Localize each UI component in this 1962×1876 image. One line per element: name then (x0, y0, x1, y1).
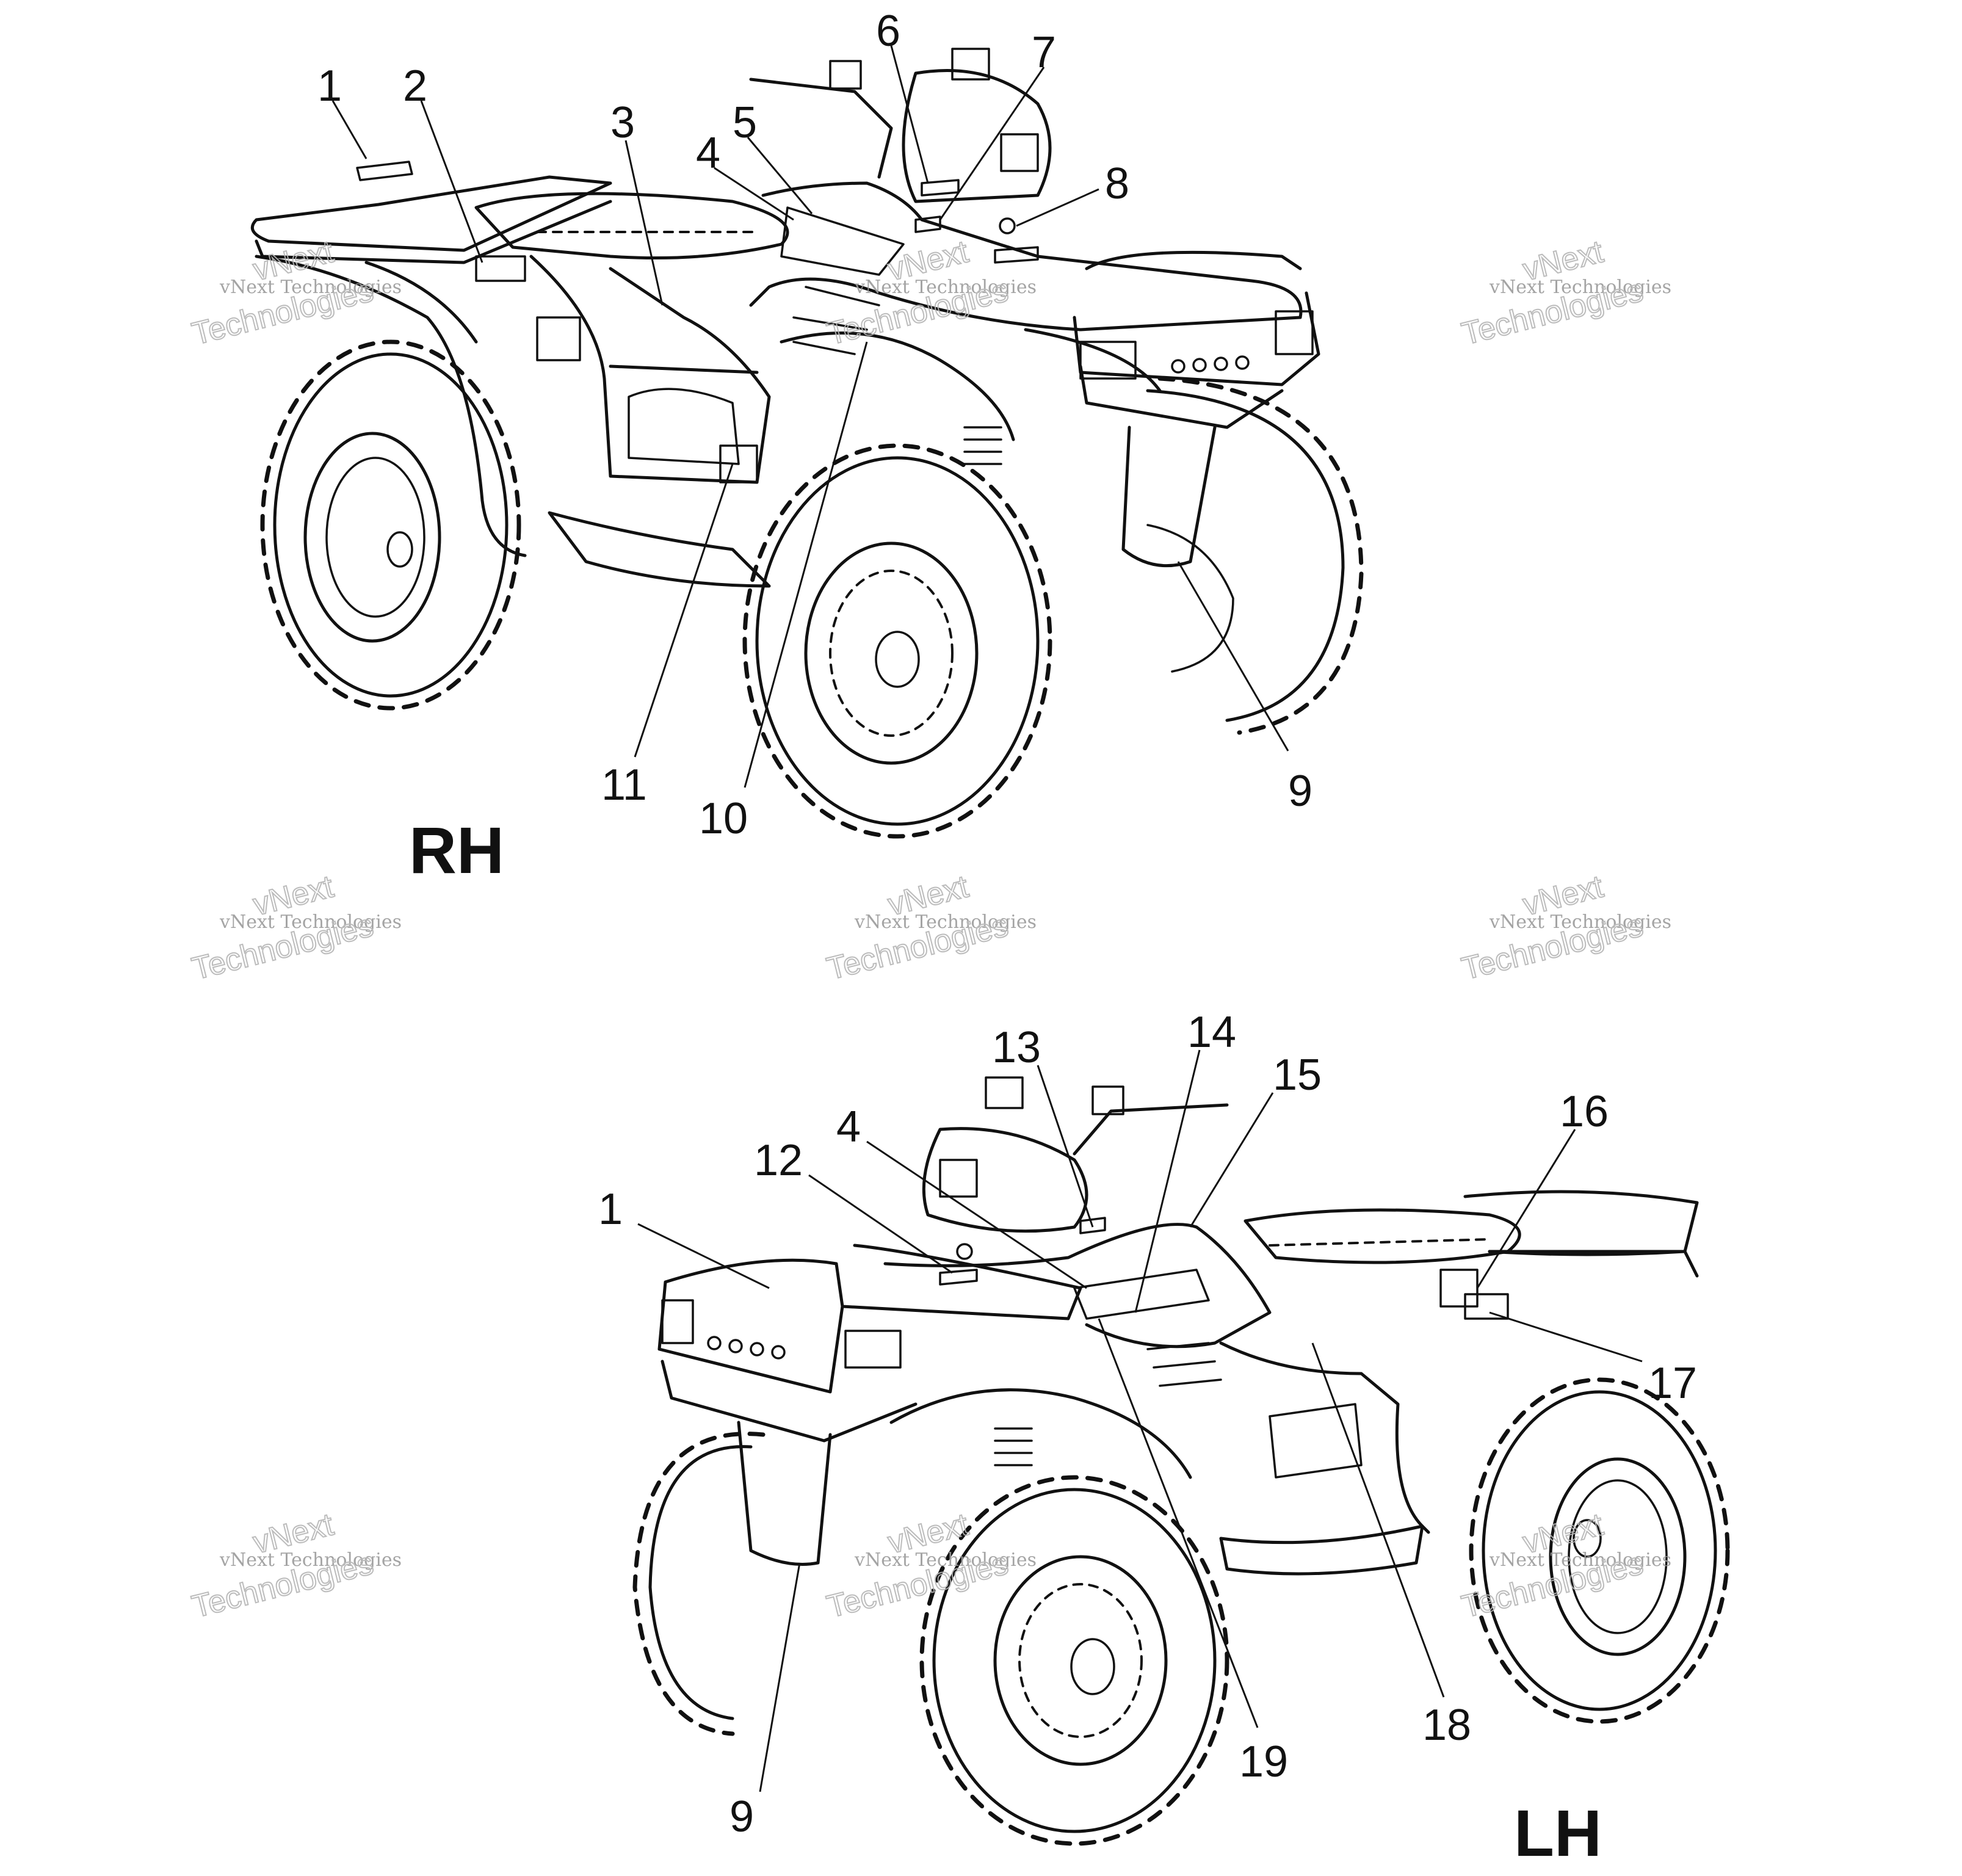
callout-lh-18: 18 (1422, 1701, 1471, 1750)
rh-far-wheel (1146, 376, 1364, 735)
svg-text:vNext Technologies: vNext Technologies (1489, 911, 1671, 933)
callout-rh-3: 3 (610, 98, 635, 147)
watermark: vNext Technologies vNext Technologies (1458, 868, 1671, 988)
callout-rh-5: 5 (733, 98, 757, 147)
rh-leader-lines (331, 45, 1289, 788)
svg-text:vNext Technologies: vNext Technologies (219, 911, 402, 933)
watermark: vNext Technologies vNext Technologies (188, 233, 402, 353)
lh-front-near-wheel (632, 1432, 766, 1736)
watermarks: vNext Technologies vNext Technologies vN… (188, 233, 1671, 1626)
lh-body (657, 1076, 1699, 1576)
lh-callouts: 1 4 9 12 13 14 15 16 17 18 19 LH (598, 1008, 1697, 1870)
callout-lh-12: 12 (754, 1136, 803, 1185)
view-label-lh: LH (1514, 1796, 1602, 1870)
callout-lh-17: 17 (1648, 1359, 1697, 1408)
watermark: vNext Technologies vNext Technologies (188, 868, 402, 988)
atv-lh-drawing (632, 1076, 1730, 1846)
svg-text:vNext Technologies: vNext Technologies (1489, 1549, 1671, 1571)
watermark: vNext Technologies vNext Technologies (823, 1506, 1037, 1626)
svg-text:vNext Technologies: vNext Technologies (219, 1549, 402, 1571)
svg-text:vNext Technologies: vNext Technologies (854, 911, 1037, 933)
callout-lh-16: 16 (1560, 1087, 1609, 1136)
callout-lh-13: 13 (992, 1023, 1041, 1072)
svg-text:vNext Technologies: vNext Technologies (1489, 277, 1671, 298)
watermark: vNext Technologies vNext Technologies (823, 868, 1037, 988)
callout-rh-2: 2 (403, 62, 427, 110)
callout-rh-10: 10 (699, 794, 748, 843)
rh-rear-wheel (260, 339, 521, 711)
callout-lh-15: 15 (1273, 1051, 1322, 1099)
rh-callouts: 1 2 3 4 5 6 7 8 9 10 11 RH (317, 7, 1312, 887)
watermark: vNext Technologies vNext Technologies (1458, 1506, 1671, 1626)
svg-text:vNext Technologies: vNext Technologies (219, 277, 402, 298)
callout-lh-9: 9 (729, 1792, 754, 1841)
callout-lh-19: 19 (1239, 1737, 1288, 1786)
rh-body (250, 48, 1320, 588)
watermark: vNext Technologies vNext Technologies (1458, 233, 1671, 353)
callout-rh-6: 6 (876, 7, 900, 56)
callout-rh-9: 9 (1288, 767, 1312, 816)
callout-rh-4: 4 (696, 129, 720, 178)
svg-text:vNext Technologies: vNext Technologies (854, 277, 1037, 298)
callout-rh-8: 8 (1105, 159, 1129, 208)
view-label-rh: RH (409, 813, 504, 887)
lh-leader-lines (637, 1049, 1643, 1792)
lh-rear-wheel (1469, 1377, 1730, 1724)
watermark: vNext Technologies vNext Technologies (823, 233, 1037, 353)
lh-front-wheel (919, 1475, 1229, 1846)
atv-rh-drawing (250, 48, 1364, 839)
callout-rh-1: 1 (317, 62, 342, 110)
svg-text:vNext Technologies: vNext Technologies (854, 1549, 1037, 1571)
watermark: vNext Technologies vNext Technologies (188, 1506, 402, 1626)
callout-lh-4: 4 (836, 1103, 861, 1151)
rh-front-wheel (742, 443, 1052, 839)
callout-lh-14: 14 (1187, 1008, 1236, 1057)
callout-lh-1: 1 (598, 1185, 623, 1234)
callout-rh-7: 7 (1032, 28, 1056, 77)
callout-rh-11: 11 (601, 761, 647, 809)
